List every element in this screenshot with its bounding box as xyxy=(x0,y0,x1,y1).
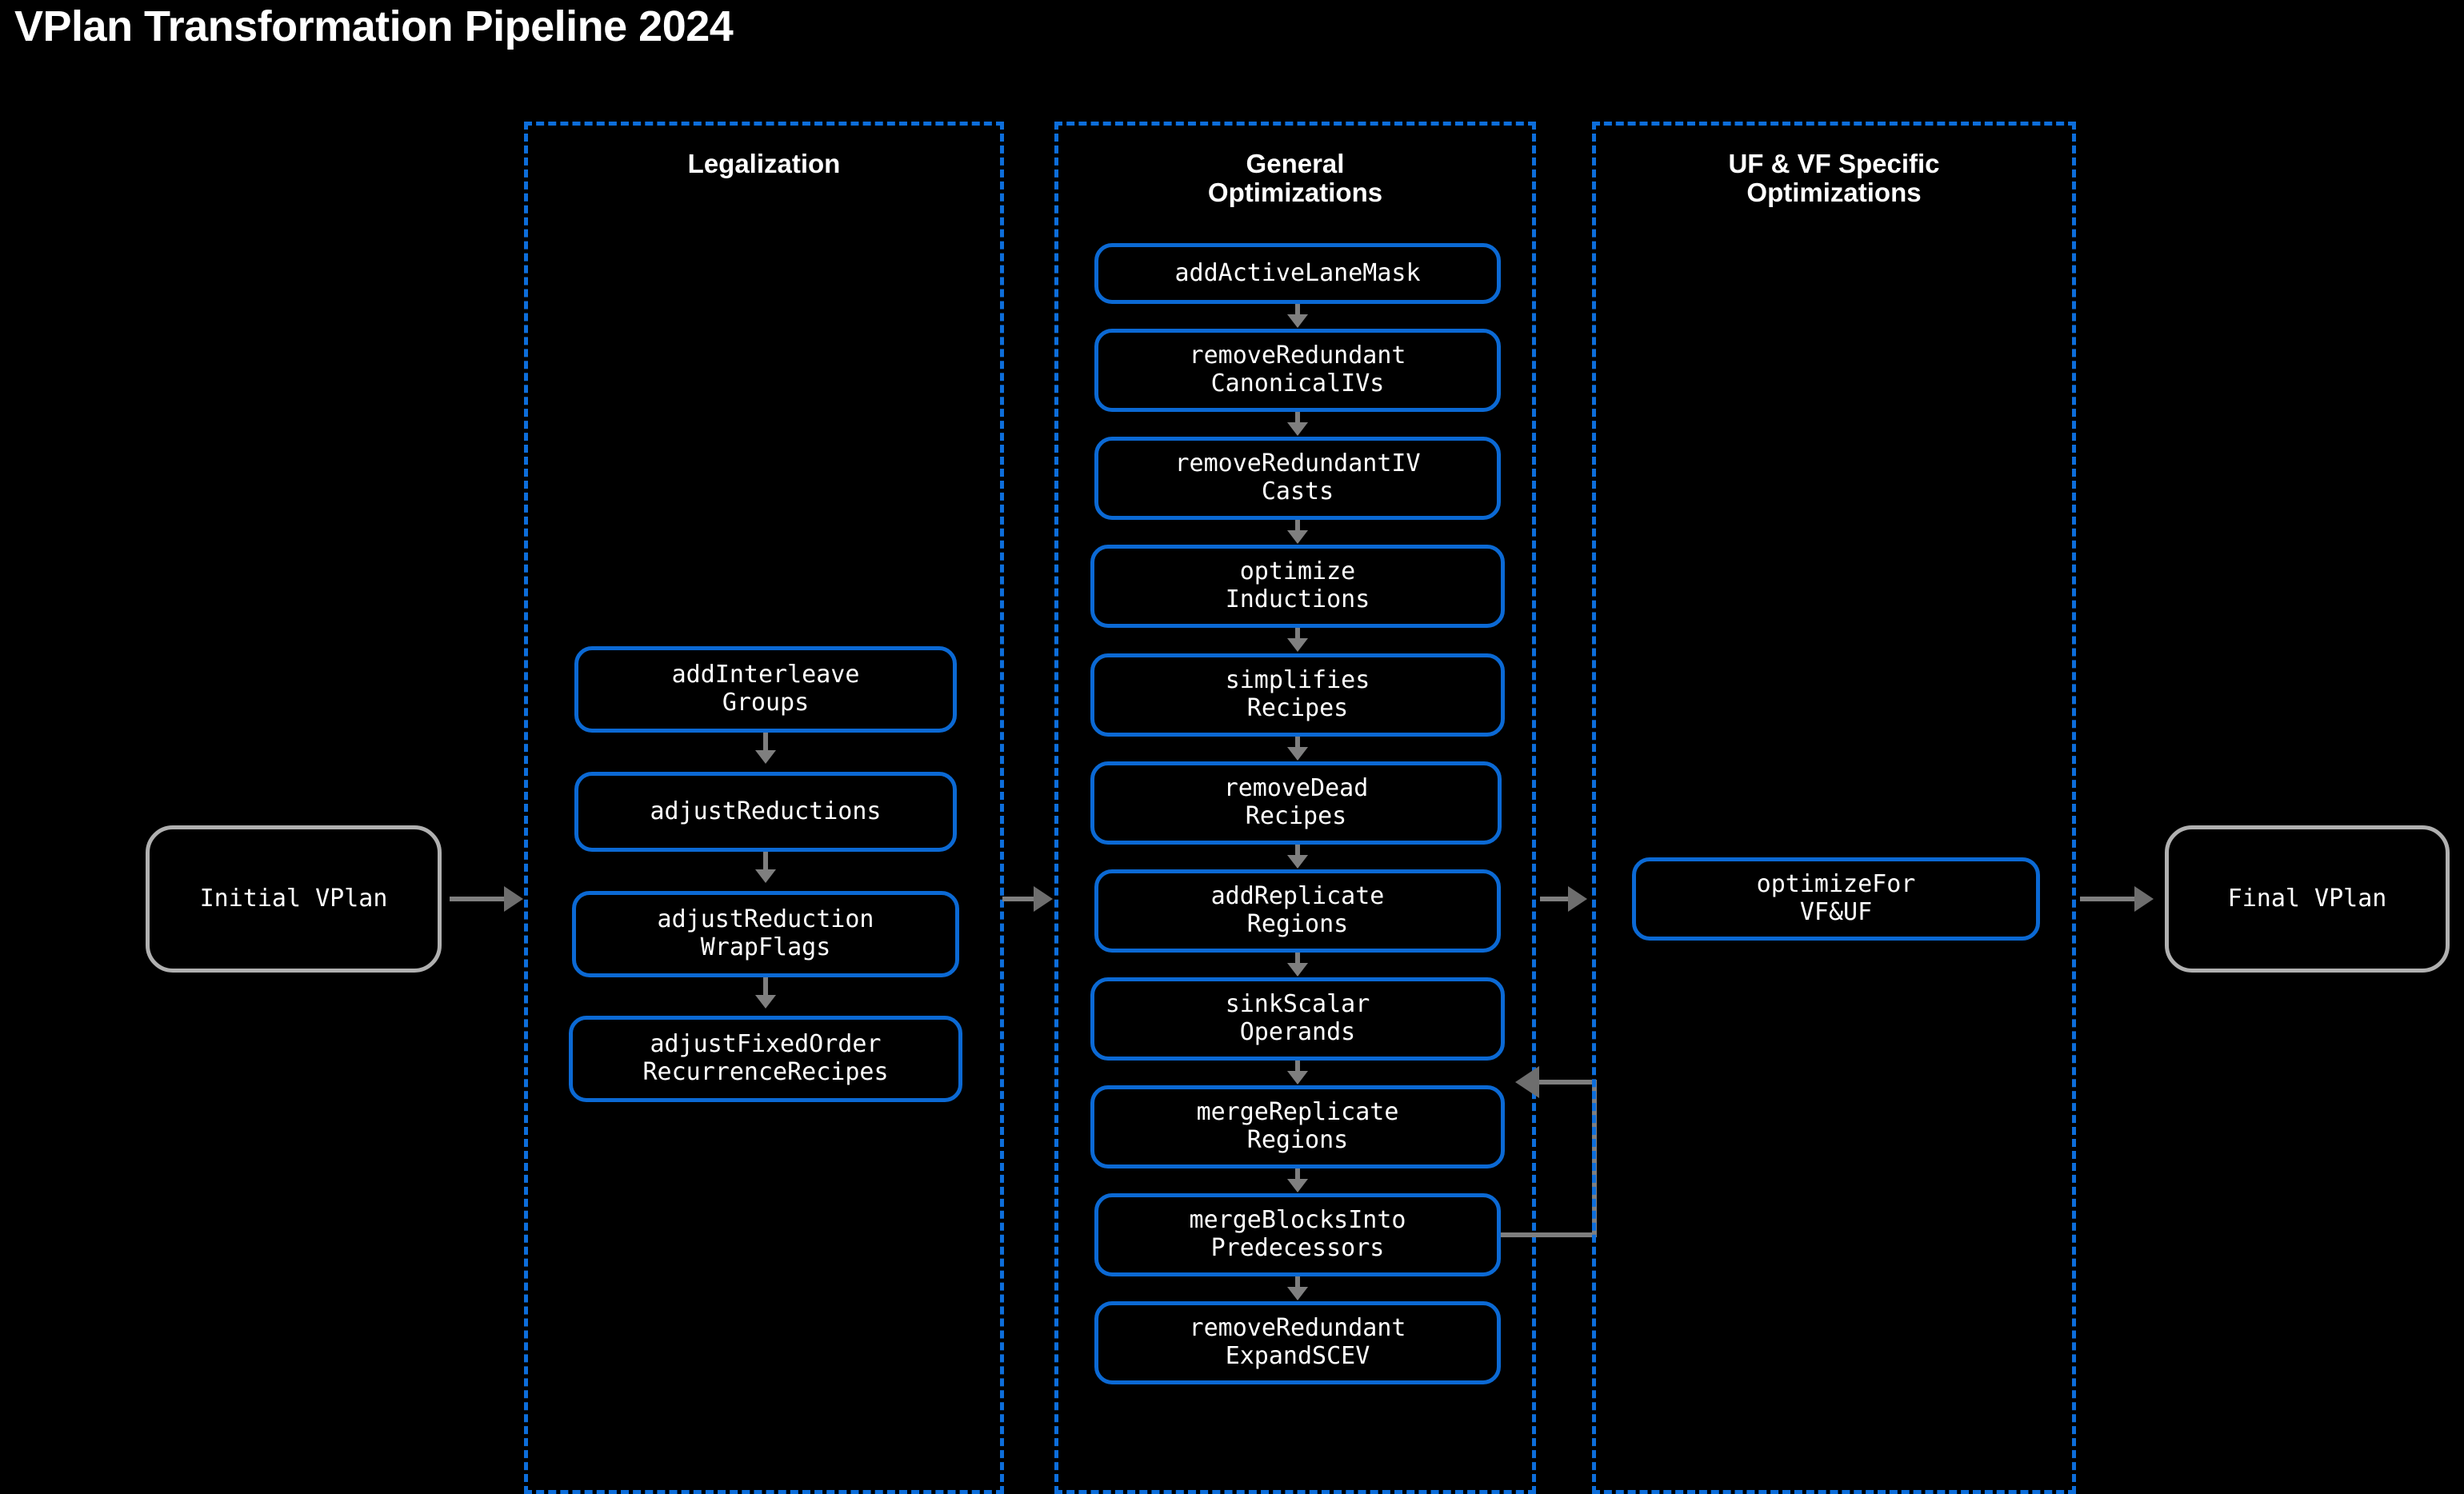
edge-simplifiesRecipes-removeDeadRecipes xyxy=(1295,737,1300,752)
node-removeRedundantIVCasts[interactable]: removeRedundantIV Casts xyxy=(1094,437,1501,520)
node-final-vplan[interactable]: Final VPlan xyxy=(2165,825,2450,973)
edge-addActiveLaneMask-removeRedundantCanonicalIVs xyxy=(1295,304,1300,319)
arrowhead-down xyxy=(1287,1287,1308,1300)
node-removeRedundantExpandSCEV[interactable]: removeRedundant ExpandSCEV xyxy=(1094,1301,1501,1384)
subgraph-general-optimizations: General Optimizations xyxy=(1054,122,1536,1494)
subgraph-uf-vf-specific-optimizations: UF & VF Specific Optimizations xyxy=(1592,122,2076,1494)
node-addReplicateRegions[interactable]: addReplicate Regions xyxy=(1094,869,1501,953)
arrowhead-right xyxy=(1568,886,1587,912)
node-addActiveLaneMask[interactable]: addActiveLaneMask xyxy=(1094,243,1501,304)
node-adjustReductions[interactable]: adjustReductions xyxy=(574,772,957,852)
node-sinkScalarOperands[interactable]: sinkScalar Operands xyxy=(1090,977,1505,1061)
node-mergeReplicateRegions[interactable]: mergeReplicate Regions xyxy=(1090,1085,1505,1168)
node-optimizeForVFUF[interactable]: optimizeFor VF&UF xyxy=(1632,857,2040,941)
arrowhead-down xyxy=(1287,855,1308,869)
arrowhead-down xyxy=(1287,1179,1308,1192)
node-optimizeInductions[interactable]: optimize Inductions xyxy=(1090,545,1505,628)
edge-mergeBlocksIntoPredecessors-removeRedundantExpandSCEV xyxy=(1295,1276,1300,1292)
edge-adjustReductionWrapFlags-adjustFixedOrderRecurrenceRecipes xyxy=(763,977,768,1000)
edge-sinkScalarOperands-mergeReplicateRegions xyxy=(1295,1061,1300,1076)
edge-legalization-to-general-optimizations xyxy=(1002,897,1039,901)
arrowhead-right xyxy=(1034,886,1053,912)
node-adjustReductionWrapFlags[interactable]: adjustReduction WrapFlags xyxy=(572,891,959,977)
node-initial-vplan[interactable]: Initial VPlan xyxy=(146,825,442,973)
node-adjustFixedOrderRecurrenceRecipes[interactable]: adjustFixedOrder RecurrenceRecipes xyxy=(569,1016,962,1102)
node-mergeBlocksIntoPredecessors[interactable]: mergeBlocksInto Predecessors xyxy=(1094,1193,1501,1276)
arrowhead-down xyxy=(1287,422,1308,436)
arrowhead-down xyxy=(755,995,776,1009)
edge-feedback-loop-segment-bottom xyxy=(1501,1232,1597,1237)
arrowhead-left-feedback-loop xyxy=(1515,1066,1539,1098)
edge-addInterleaveGroups-adjustReductions xyxy=(763,733,768,755)
edge-mergeReplicateRegions-mergeBlocksIntoPredecessors xyxy=(1295,1168,1300,1184)
arrowhead-down xyxy=(1287,1071,1308,1085)
edge-addReplicateRegions-sinkScalarOperands xyxy=(1295,953,1300,968)
edge-feedback-loop-segment-top xyxy=(1539,1080,1597,1085)
subgraph-uf-vf-specific-optimizations-title: UF & VF Specific Optimizations xyxy=(1728,149,1940,207)
arrowhead-down xyxy=(1287,963,1308,977)
arrowhead-down xyxy=(1287,747,1308,761)
node-simplifiesRecipes[interactable]: simplifies Recipes xyxy=(1090,653,1505,737)
arrowhead-down xyxy=(1287,314,1308,328)
subgraph-legalization: Legalization xyxy=(524,122,1004,1494)
node-removeRedundantCanonicalIVs[interactable]: removeRedundant CanonicalIVs xyxy=(1094,329,1501,412)
page-title: VPlan Transformation Pipeline 2024 xyxy=(14,2,734,50)
edge-adjustReductions-adjustReductionWrapFlags xyxy=(763,852,768,874)
subgraph-general-optimizations-title: General Optimizations xyxy=(1207,149,1383,207)
node-addInterleaveGroups[interactable]: addInterleave Groups xyxy=(574,646,957,733)
edge-removeRedundantCanonicalIVs-removeRedundantIVCasts xyxy=(1295,412,1300,427)
arrowhead-down xyxy=(1287,638,1308,652)
edge-optimizeInductions-simplifiesRecipes xyxy=(1295,628,1300,643)
arrowhead-right xyxy=(2134,886,2154,912)
arrowhead-down xyxy=(755,750,776,764)
edge-uf-vf-to-final-vplan xyxy=(2080,897,2141,901)
edge-general-optimizations-to-uf-vf xyxy=(1540,897,1572,901)
edge-initial-vplan-to-legalization xyxy=(450,897,510,901)
node-removeDeadRecipes[interactable]: removeDead Recipes xyxy=(1090,761,1502,845)
subgraph-legalization-title: Legalization xyxy=(687,149,841,178)
edge-removeDeadRecipes-addReplicateRegions xyxy=(1295,845,1300,860)
arrowhead-down xyxy=(755,869,776,883)
edge-removeRedundantIVCasts-optimizeInductions xyxy=(1295,520,1300,535)
arrowhead-down xyxy=(1287,530,1308,544)
arrowhead-right xyxy=(504,886,523,912)
